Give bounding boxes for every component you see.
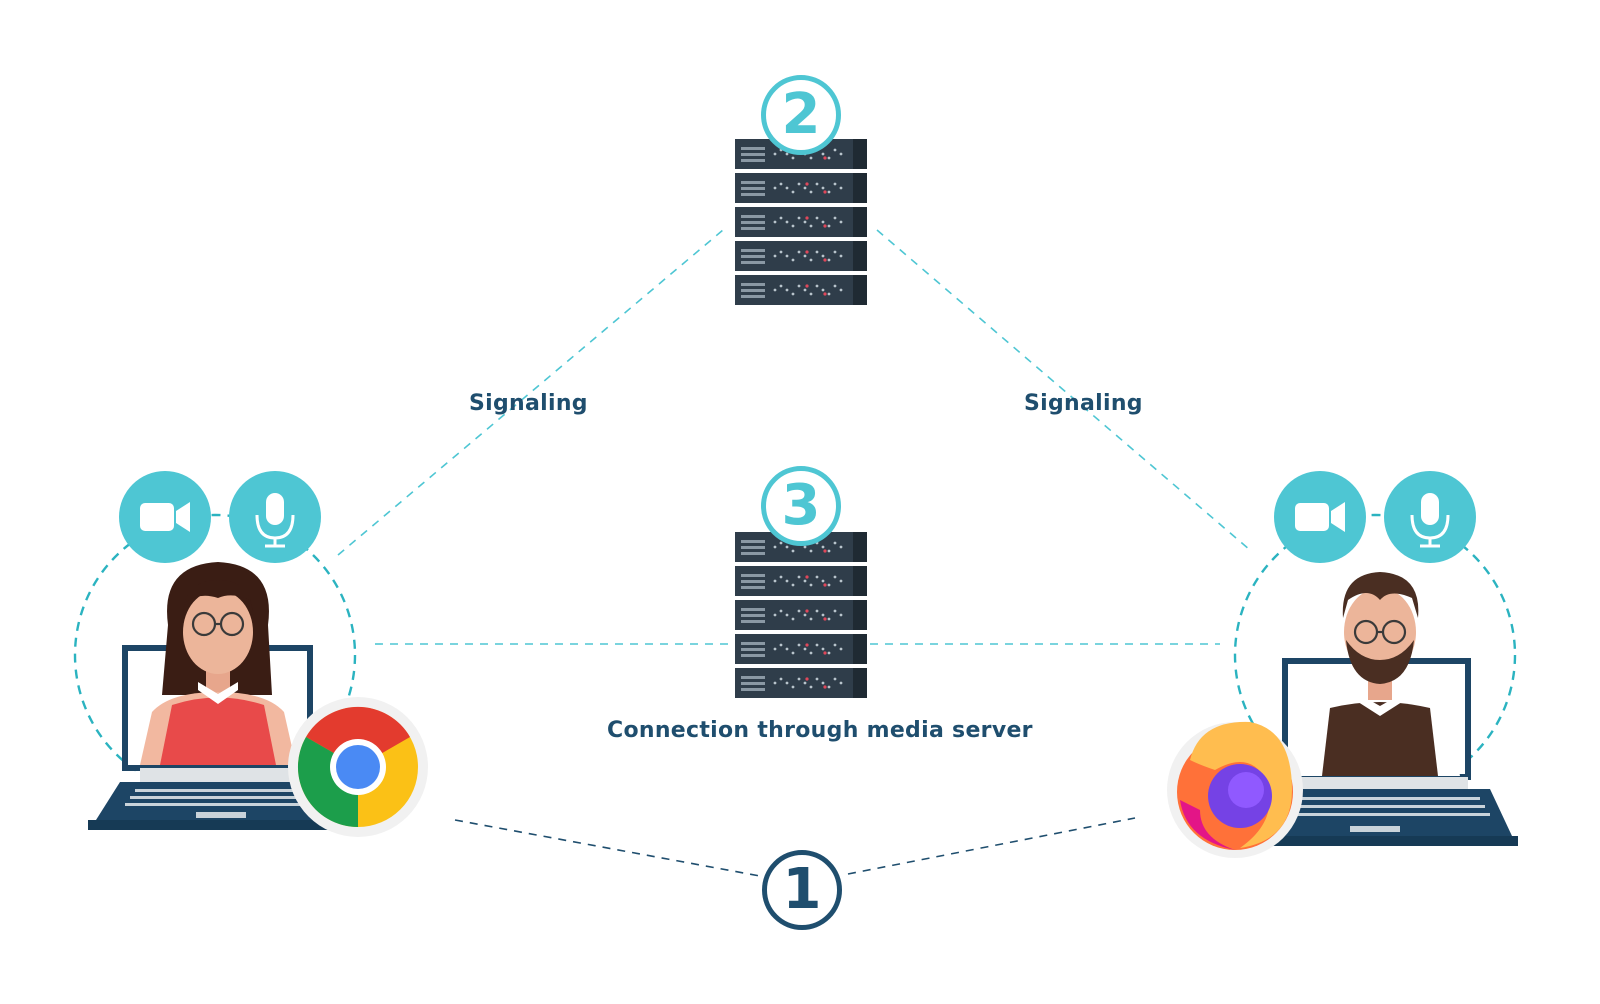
chrome-icon (288, 697, 428, 837)
microphone-icon[interactable] (229, 471, 321, 563)
signaling-label-left: Signaling (469, 391, 588, 416)
media-server-connection-label: Connection through media server (607, 718, 1033, 743)
right-user-group (1232, 513, 1518, 846)
signaling-server (735, 139, 867, 305)
microphone-icon[interactable] (1384, 471, 1476, 563)
woman-avatar (140, 562, 296, 765)
step-one-badge: 1 (762, 850, 842, 930)
media-server (735, 532, 867, 698)
signaling-line-right (876, 229, 1251, 551)
video-camera-icon[interactable] (119, 471, 211, 563)
p2p-line-right (847, 817, 1136, 875)
p2p-line-left (454, 819, 761, 877)
man-avatar (1300, 572, 1460, 776)
video-camera-icon[interactable] (1274, 471, 1366, 563)
firefox-icon (1167, 721, 1303, 858)
step-two-badge: 2 (761, 75, 841, 155)
step-three-badge: 3 (761, 466, 841, 546)
signaling-label-right: Signaling (1024, 391, 1143, 416)
